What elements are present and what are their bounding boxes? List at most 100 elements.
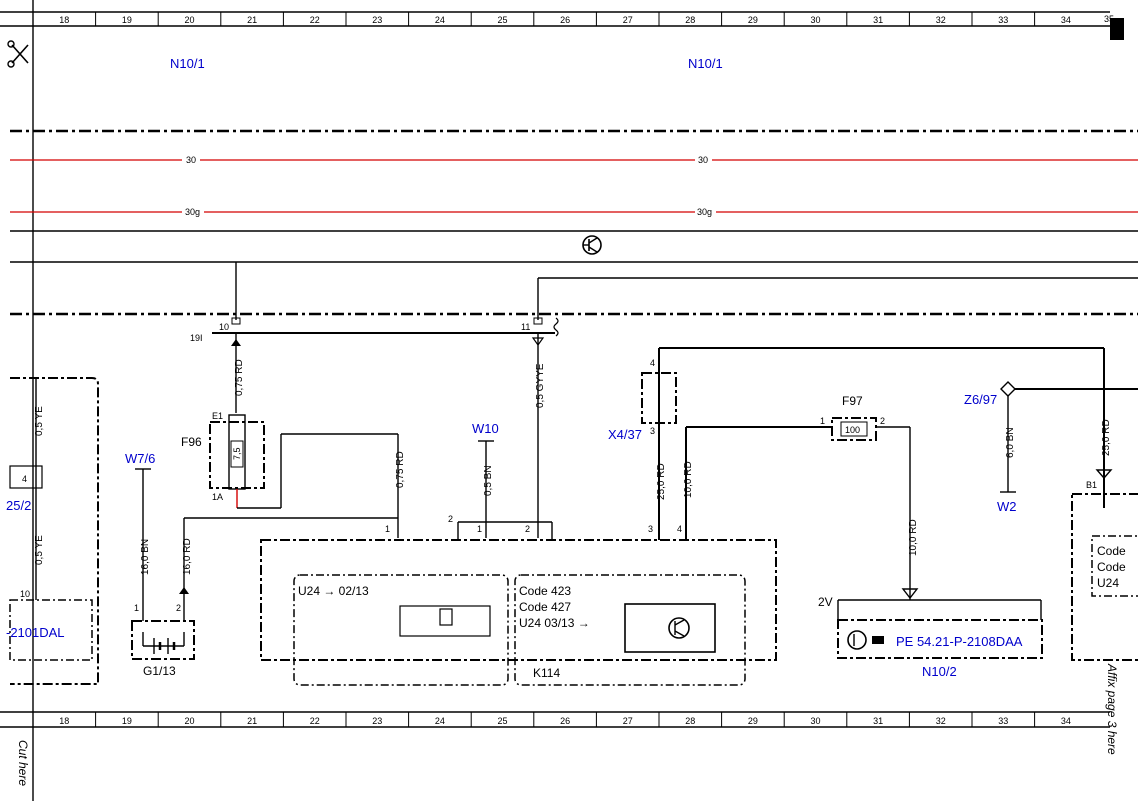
- ruler-number: 32: [936, 716, 946, 726]
- x4-37-pin-3: 3: [650, 426, 655, 436]
- ruler-number: 23: [372, 716, 382, 726]
- ruler-number: 31: [873, 15, 883, 25]
- terminal-30g-left: 30g: [185, 207, 200, 217]
- splice-diamond-icon: [1000, 381, 1016, 397]
- wire-075rd-b: 0,75 RD: [395, 451, 406, 488]
- wire-05bn: 0,5 BN: [483, 465, 494, 496]
- g1-13-pin-1: 1: [134, 603, 139, 613]
- fuse-f97: 100: [831, 417, 877, 441]
- ruler-number: 19: [122, 15, 132, 25]
- k114-pin-2b: 2: [525, 524, 530, 534]
- left-partial-pin-4: 4: [22, 474, 27, 484]
- x4-37-pin-4: 4: [650, 358, 655, 368]
- ruler-number: 33: [998, 15, 1008, 25]
- w2-label: W2: [997, 499, 1017, 514]
- fuse-f96: 7,5: [209, 414, 265, 490]
- wire-075rd-a: 0,75 RD: [234, 359, 245, 396]
- wire-25rd-a: 25,0 RD: [656, 463, 667, 500]
- left-partial-ref-link[interactable]: -2101DAL: [6, 625, 65, 640]
- ruler-number: 26: [560, 15, 570, 25]
- wire-05ye-b: 0,5 YE: [34, 535, 45, 565]
- connector-pin-11: 11: [521, 322, 530, 332]
- x4-37-label: X4/37: [608, 427, 642, 442]
- ruler-number: 33: [998, 716, 1008, 726]
- k114-right-line-1: Code 423: [519, 584, 571, 598]
- right-partial-box: [1071, 493, 1138, 661]
- ruler-number: 20: [185, 716, 195, 726]
- ruler-number: 28: [685, 716, 695, 726]
- right-partial-line-2: Code: [1097, 560, 1126, 574]
- k114-right-line-2: Code 427: [519, 600, 571, 614]
- corner-marker-icon: [1110, 18, 1124, 40]
- arrow-up-icon: [179, 587, 189, 594]
- terminal-30-right: 30: [698, 155, 708, 165]
- ruler-number: 18: [59, 716, 69, 726]
- battery-g1-13: [131, 620, 195, 660]
- ruler-number: 22: [310, 15, 320, 25]
- w7-6-label: W7/6: [125, 451, 155, 466]
- k114-pin-3: 3: [648, 524, 653, 534]
- right-partial-line-1: Code: [1097, 544, 1126, 558]
- wire-16rd: 16,0 RD: [182, 538, 193, 575]
- arrow-down-icon: [901, 588, 919, 600]
- f96-label: F96: [181, 435, 202, 449]
- f96-pin-1a: 1A: [212, 492, 223, 502]
- f97-pin-2: 2: [880, 416, 885, 426]
- ground-19i: 19I: [190, 333, 203, 343]
- g1-13-label: G1/13: [143, 664, 176, 678]
- ruler-number: 31: [873, 716, 883, 726]
- ruler-number: 27: [623, 716, 633, 726]
- ruler-number: 21: [247, 716, 257, 726]
- ruler-number: 25: [498, 15, 508, 25]
- ruler-number: 29: [748, 15, 758, 25]
- ruler-number: 30: [811, 716, 821, 726]
- ruler-number: 32: [936, 15, 946, 25]
- ruler-number: 29: [748, 716, 758, 726]
- cut-here-text: Cut here: [16, 740, 30, 786]
- z6-97-label: Z6/97: [964, 392, 997, 407]
- k114-pin-4: 4: [677, 524, 682, 534]
- wire-6bn: 6,0 BN: [1005, 427, 1016, 458]
- wire-05ye-a: 0,5 YE: [34, 406, 45, 436]
- ruler-number: 23: [372, 15, 382, 25]
- wire-10rd-b: 10,0 RD: [908, 519, 919, 556]
- k114-pin-1b: 1: [477, 524, 482, 534]
- connector-10-socket-icon: [231, 317, 241, 325]
- connector-pin-10: 10: [219, 322, 229, 332]
- wire-05gyye: 0,5 GYYE: [535, 363, 546, 408]
- left-partial-name: 25/2: [6, 498, 31, 513]
- ruler-number: 19: [122, 716, 132, 726]
- ruler-number: 28: [685, 15, 695, 25]
- ruler-number: 20: [185, 15, 195, 25]
- arrow-down-icon: [1095, 469, 1113, 480]
- right-partial-pin: B1: [1086, 480, 1097, 490]
- connector-11-socket-icon: [533, 317, 543, 325]
- affix-page-text: Affix page 3 here: [1105, 663, 1119, 755]
- ruler-number: 26: [560, 716, 570, 726]
- right-partial-line-3: U24: [1097, 576, 1119, 590]
- k114-right-line-3: U24 03/13 →: [519, 616, 590, 630]
- k114-label: K114: [533, 666, 560, 680]
- svg-text:100: 100: [845, 425, 860, 435]
- ruler-number: 30: [811, 15, 821, 25]
- n10-1-left-label: N10/1: [170, 56, 205, 71]
- n10-2-label: N10/2: [922, 664, 957, 679]
- f97-label: F97: [842, 394, 863, 408]
- k114-pin-2: 2: [448, 514, 453, 524]
- f97-pin-1: 1: [820, 416, 825, 426]
- w10-label: W10: [472, 421, 499, 436]
- k114-left-box-text: U24 → 02/13: [298, 584, 369, 598]
- wire-16bn: 16,0 BN: [140, 539, 151, 575]
- wire-10rd-a: 10,0 RD: [683, 461, 694, 498]
- n10-2-ref-link[interactable]: PE 54.21-P-2108DAA: [896, 634, 1023, 649]
- ruler-number: 24: [435, 716, 445, 726]
- ruler-corner-number: 35: [1104, 14, 1114, 24]
- ruler-number: 24: [435, 15, 445, 25]
- ruler-number: 18: [59, 15, 69, 25]
- n10-1-right-label: N10/1: [688, 56, 723, 71]
- k114-pin-1: 1: [385, 524, 390, 534]
- f96-pin-e1: E1: [212, 411, 223, 421]
